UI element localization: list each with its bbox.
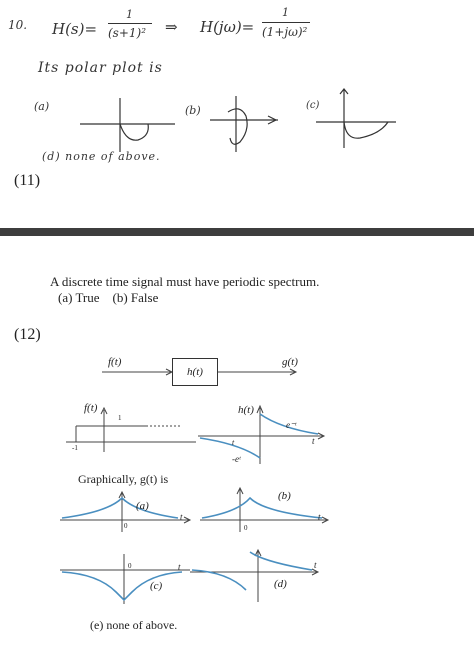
q12-option-a-label: (a)	[136, 500, 149, 512]
q12-option-e: (e) none of above.	[90, 618, 178, 632]
q12-option-c-label: (c)	[150, 580, 163, 592]
q12-h-exp-pos: e⁻ᵗ	[286, 420, 297, 430]
q11-question: A discrete time signal must have periodi…	[50, 274, 320, 289]
q12-option-a-plot	[60, 490, 192, 532]
q10-option-d: (d) none of above.	[42, 150, 161, 163]
q12-option-d-plot	[190, 548, 320, 602]
q12-block-label: h(t)	[187, 366, 203, 378]
q12-f-one: 1	[118, 414, 122, 422]
q12-f-axis-label: f(t)	[84, 402, 98, 414]
q12-option-c-t: t	[178, 562, 181, 572]
q11-number: (11)	[14, 172, 41, 189]
q12-output-label: g(t)	[282, 356, 298, 368]
q12-option-c-zero: 0	[128, 562, 132, 570]
q10-mid: H(jω)=	[200, 18, 255, 36]
q12-h-axis-label: h(t)	[238, 404, 254, 416]
q10-number: 10.	[8, 18, 28, 32]
q12-h-t-label: t	[312, 436, 315, 446]
q12-f-neg1: -1	[72, 444, 78, 452]
q10-denominator-1: (s+1)²	[108, 26, 147, 40]
q10-denominator-2: (1+jω)²	[262, 25, 308, 39]
q10-polar-line: Its polar plot is	[38, 60, 163, 76]
q12-option-b-zero: 0	[244, 524, 248, 532]
q12-input-label: f(t)	[108, 356, 122, 368]
q12-option-d-t: t	[314, 560, 317, 570]
q10-implies-arrow: ⇒	[165, 18, 178, 36]
q10-lhs: H(s)=	[52, 20, 98, 38]
q12-h-plot	[198, 404, 326, 464]
q12-option-c-plot	[60, 554, 190, 604]
q10-fraction-bar-2	[262, 22, 310, 23]
q12-number: (12)	[14, 326, 41, 343]
q12-option-d-label: (d)	[274, 578, 287, 590]
q12-block-arrows	[102, 368, 298, 376]
q12-option-a-t: t	[180, 512, 183, 522]
q11-options: (a) True (b) False	[58, 290, 159, 305]
q10-polar-c	[316, 88, 396, 148]
q12-h-t-label-2: t	[232, 438, 235, 447]
q10-polar-b	[210, 96, 278, 152]
q12-graph-prompt: Graphically, g(t) is	[78, 472, 169, 486]
q12-option-a-zero: 0	[124, 522, 128, 530]
q10-numerator-1: 1	[126, 8, 133, 21]
q10-numerator-2: 1	[282, 6, 289, 19]
q10-fraction-bar-1	[108, 23, 152, 24]
q12-option-b-t: t	[318, 512, 321, 522]
q10-polar-a	[80, 98, 175, 152]
section-divider	[0, 228, 474, 236]
q12-option-b-label: (b)	[278, 490, 291, 502]
q10-option-b-label: (b)	[185, 104, 201, 117]
q12-system-block: h(t)	[172, 358, 218, 386]
q10-option-a-label: (a)	[34, 100, 50, 113]
q12-f-plot	[66, 406, 196, 452]
q10-option-c-label: (c)	[306, 100, 320, 111]
q12-h-exp-neg: -eᵗ	[232, 454, 241, 464]
q12-option-b-plot	[200, 486, 330, 532]
